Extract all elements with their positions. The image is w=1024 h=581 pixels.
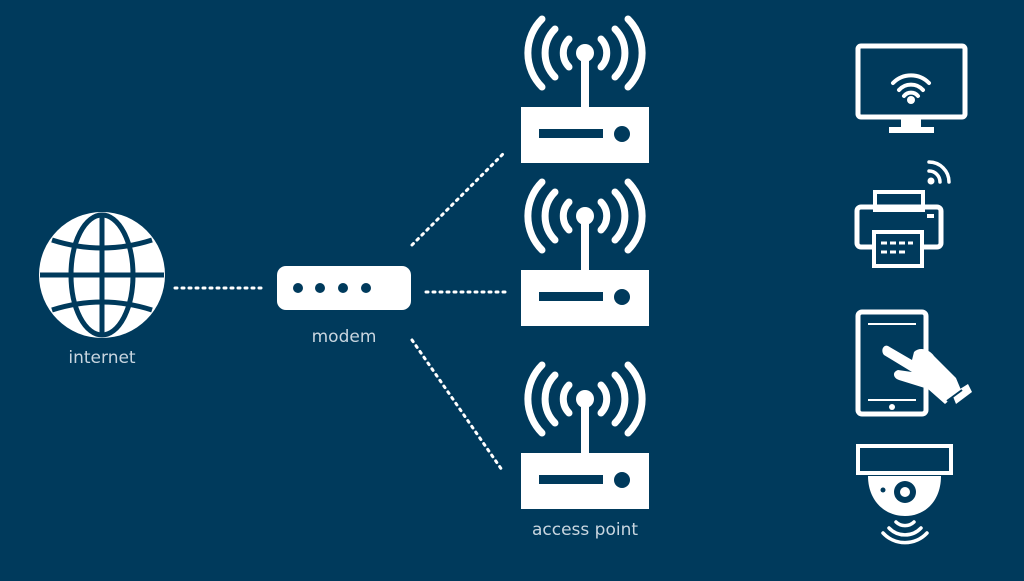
tablet-touch-icon (855, 309, 972, 417)
internet-label: internet (68, 348, 136, 368)
wifi-router-icon (521, 19, 649, 163)
smart-tv-wifi-icon (855, 43, 968, 133)
wifi-router-icon (521, 365, 649, 509)
security-camera-icon (856, 444, 953, 545)
globe-icon (39, 212, 165, 338)
modem-icon (277, 266, 411, 310)
link-modem-router-bottom (410, 338, 504, 472)
link-lines (173, 150, 510, 472)
modem-label: modem (311, 327, 377, 347)
access-point-label: access point (531, 520, 639, 540)
wifi-router-icon (521, 182, 649, 326)
link-modem-router-top (410, 150, 507, 247)
wireless-printer-icon (854, 160, 951, 268)
